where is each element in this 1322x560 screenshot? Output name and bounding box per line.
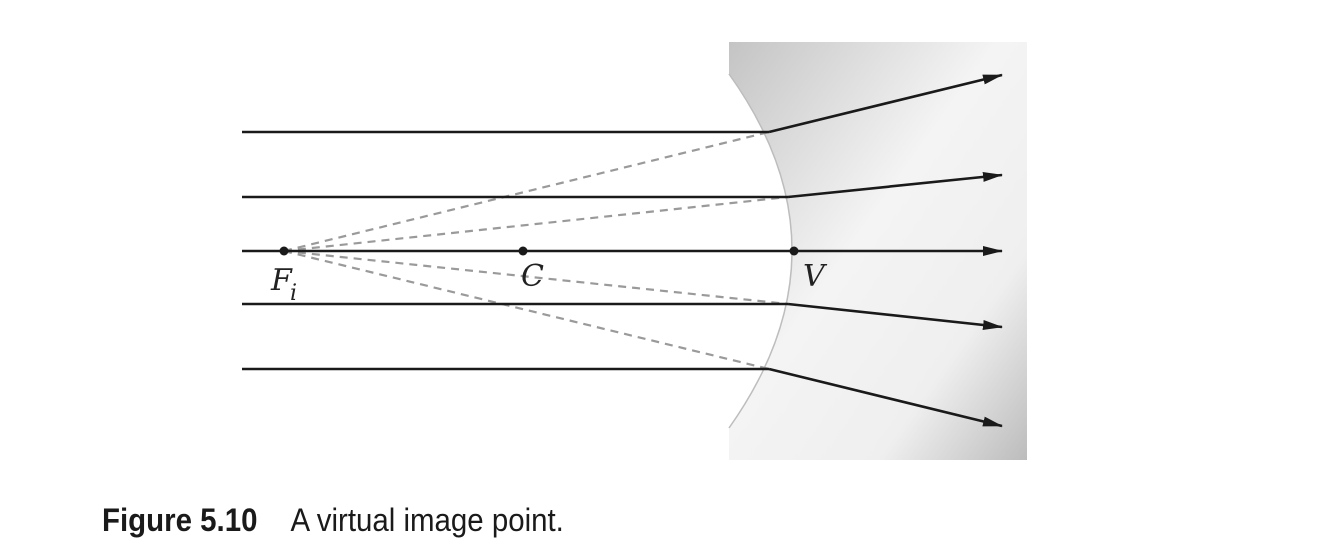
figure-number: Figure 5.10 — [102, 502, 258, 538]
incident-rays — [242, 130, 788, 371]
focal-point-label: F — [270, 263, 293, 298]
virtual-ray-4 — [283, 249, 789, 306]
reflected-ray-2 — [787, 171, 1003, 199]
focal-point-dot — [279, 246, 289, 256]
reflected-ray-5 — [768, 367, 1003, 428]
virtual-ray-2 — [283, 195, 789, 253]
vertex-point-dot — [789, 246, 799, 256]
vertex-point-label: V — [803, 259, 828, 294]
reflected-ray-1 — [768, 73, 1003, 134]
center-point-label: C — [521, 259, 544, 294]
center-point-dot — [518, 246, 528, 256]
focal-point-subscript: i — [290, 281, 297, 306]
reflected-ray-4 — [787, 302, 1003, 330]
figure-caption-text: A virtual image point. — [290, 502, 564, 538]
figure-caption: Figure 5.10 A virtual image point. — [102, 502, 564, 548]
virtual-rays — [283, 130, 789, 371]
reflected-rays — [768, 73, 1003, 428]
virtual-ray-1 — [283, 130, 770, 253]
